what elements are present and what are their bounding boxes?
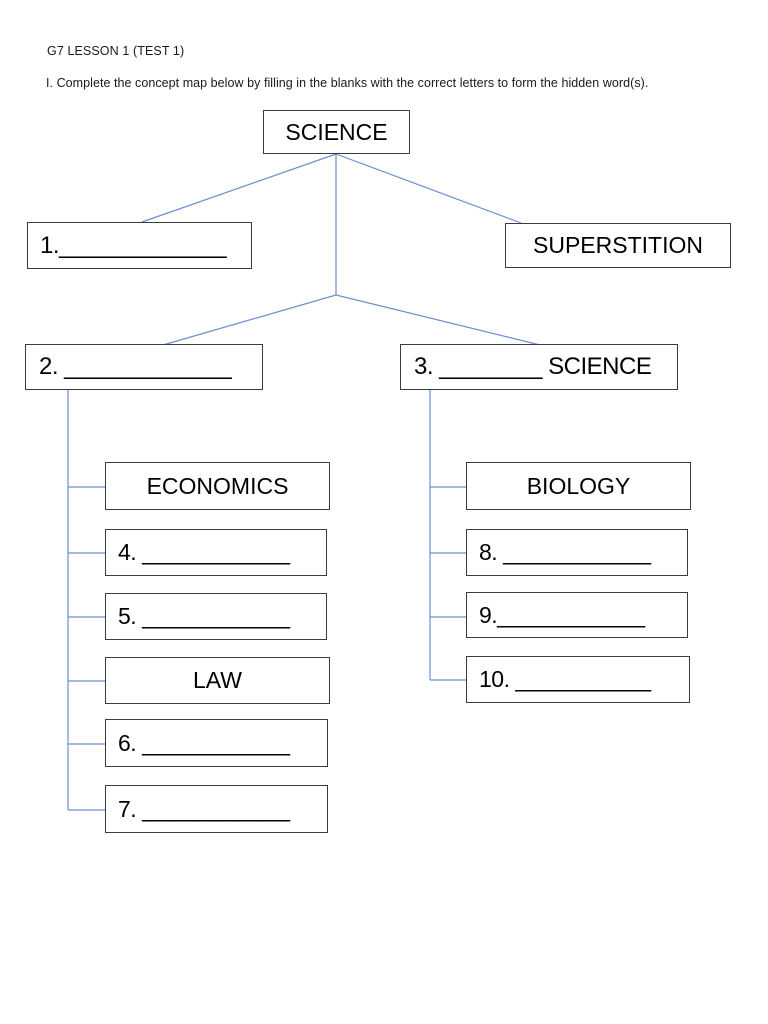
node-blank-6-label: 6. ____________ [118,729,290,756]
node-biology[interactable]: BIOLOGY [466,462,691,510]
node-blank-3-science-label: 3. ________ SCIENCE [414,353,652,380]
node-blank-8-label: 8. ____________ [479,539,651,565]
node-blank-8[interactable]: 8. ____________ [466,529,688,576]
node-blank-7-label: 7. ____________ [118,795,290,822]
node-blank-7[interactable]: 7. ____________ [105,785,328,833]
node-blank-2-label: 2. _____________ [39,353,232,380]
node-blank-9-label: 9.____________ [479,601,645,628]
node-blank-5-label: 5. ____________ [118,603,290,629]
node-science[interactable]: SCIENCE [263,110,410,154]
node-economics-label: ECONOMICS [146,472,289,499]
connector-science-to-blank1 [141,153,337,223]
node-blank-4-label: 4. ____________ [118,539,290,565]
node-blank-1-label: 1._____________ [40,231,227,259]
connector-junction-to-blank2 [162,294,337,346]
node-blank-5[interactable]: 5. ____________ [105,593,327,640]
connector-junction-to-blank3 [335,294,541,346]
node-superstition-label: SUPERSTITION [533,232,703,258]
page-title: G7 LESSON 1 (TEST 1) [47,44,185,58]
instruction-text: I. Complete the concept map below by fil… [46,76,649,90]
node-law-label: LAW [193,667,242,693]
connector-science-to-superstition [335,153,522,224]
node-blank-10-label: 10. ___________ [479,666,651,692]
node-blank-9[interactable]: 9.____________ [466,592,688,638]
node-blank-6[interactable]: 6. ____________ [105,719,328,767]
node-blank-1[interactable]: 1._____________ [27,222,252,269]
node-blank-3-science[interactable]: 3. ________ SCIENCE [400,344,678,390]
node-law[interactable]: LAW [105,657,330,704]
node-blank-10[interactable]: 10. ___________ [466,656,690,703]
node-superstition[interactable]: SUPERSTITION [505,223,731,268]
node-economics[interactable]: ECONOMICS [105,462,330,510]
node-blank-4[interactable]: 4. ____________ [105,529,327,576]
node-science-label: SCIENCE [285,118,388,145]
node-blank-2[interactable]: 2. _____________ [25,344,263,390]
node-biology-label: BIOLOGY [526,472,631,499]
